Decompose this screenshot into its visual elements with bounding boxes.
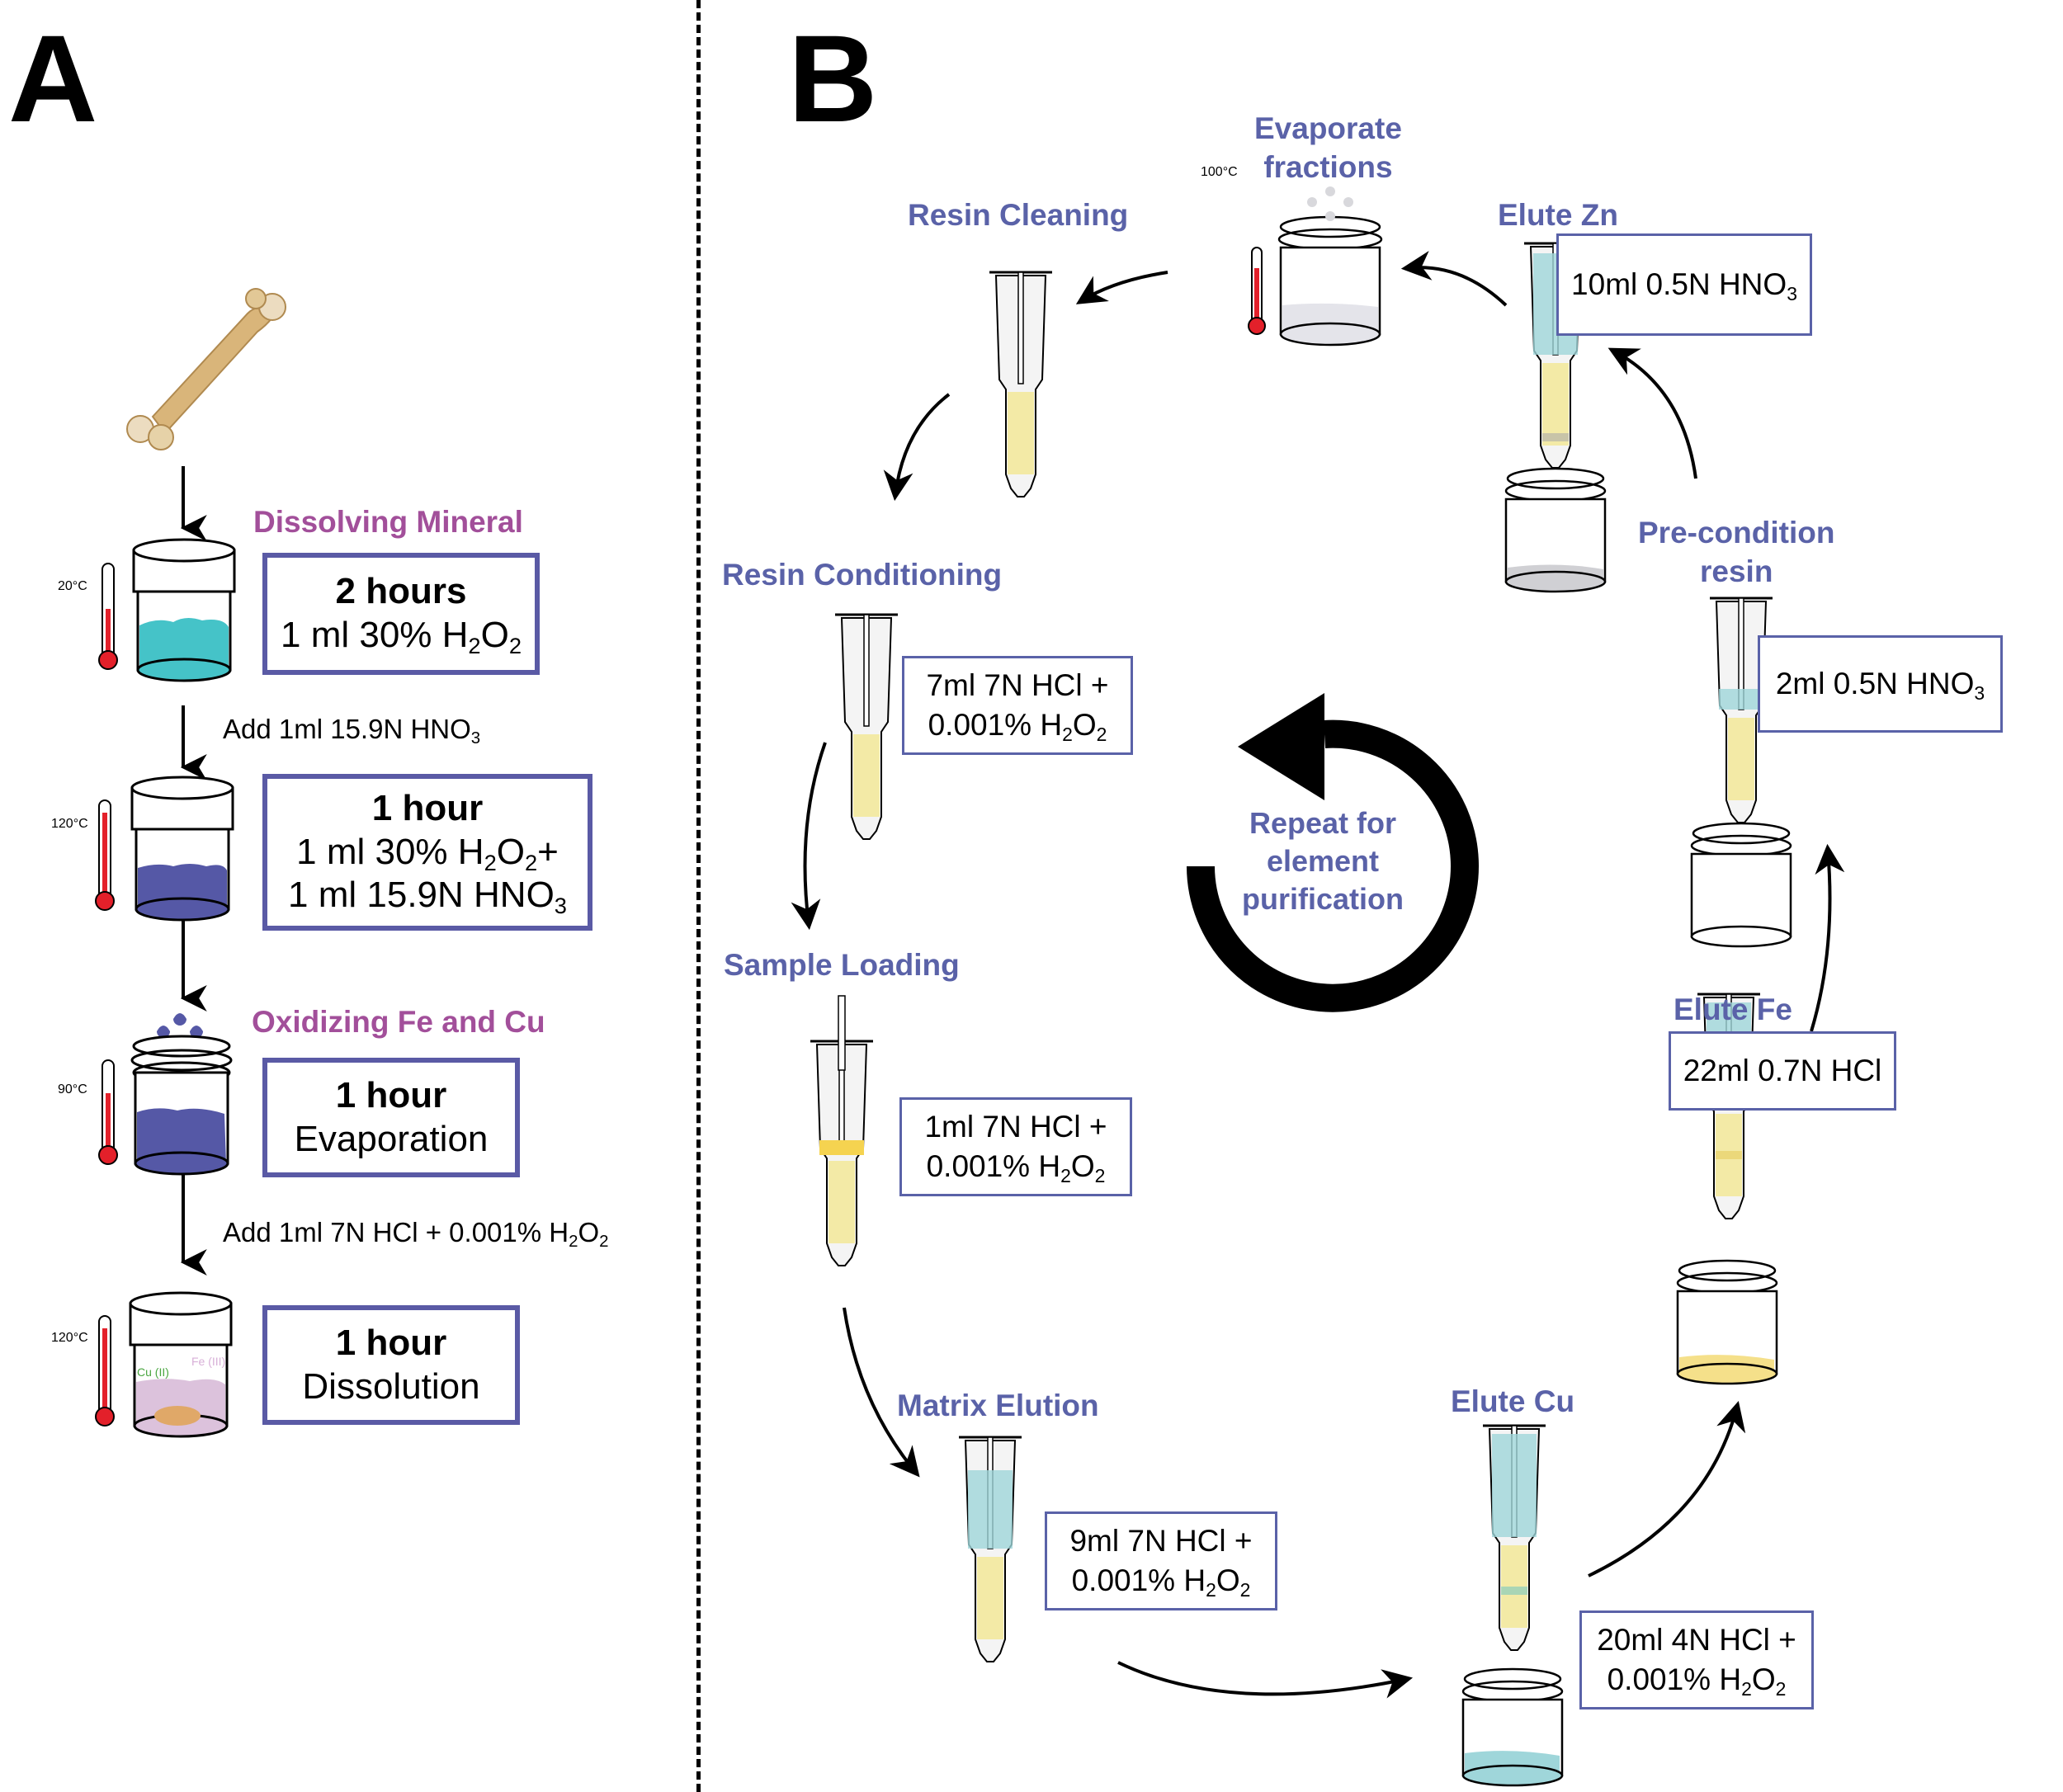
temperature-label: 100°C (1201, 165, 1238, 179)
collection-jar-icon (1676, 1259, 1778, 1385)
cycle-arrow (1810, 843, 1845, 1032)
species-fe: Fe (III) (191, 1355, 226, 1368)
thermometer-icon (98, 563, 118, 670)
stage-label-resin-cleaning: Resin Cleaning (908, 198, 1129, 232)
reagent-box-elute-cu: 20ml 4N HCl + 0.001% H2O2 (1579, 1610, 1814, 1709)
resin-column-icon (1481, 1424, 1547, 1652)
reagent-line: Evaporation (294, 1118, 489, 1159)
reagent-box-matrix-elution: 9ml 7N HCl + 0.001% H2O2 (1045, 1511, 1277, 1610)
cycle-arrow (1588, 1401, 1746, 1577)
resin-column-icon (1708, 597, 1774, 824)
thermometer-icon (95, 1315, 115, 1427)
jar-icon (129, 1291, 233, 1438)
step-box-dissolution: 1 hour Dissolution (262, 1305, 520, 1425)
resin-column-icon (809, 995, 875, 1267)
femur-bone-icon (126, 288, 286, 450)
jar-icon (130, 776, 234, 922)
reagent-box-pre-condition: 2ml 0.5N HNO3 (1758, 635, 2003, 733)
evaporation-jar-icon (1277, 186, 1383, 347)
repeat-cycle-icon (1187, 693, 1479, 1012)
cycle-arrow (1607, 347, 1697, 479)
cycle-arrow (843, 1307, 920, 1478)
reagent-box-elute-zn: 10ml 0.5N HNO3 (1556, 233, 1812, 336)
cycle-arrow (883, 393, 951, 502)
thermometer-icon (98, 1059, 118, 1165)
stage-label-elute-fe: Elute Fe (1674, 993, 1792, 1026)
thermometer-icon (95, 799, 115, 911)
section-label-oxidizing: Oxidizing Fe and Cu (252, 1005, 545, 1039)
temperature-label: 20°C (58, 579, 87, 593)
stage-label-resin-conditioning: Resin Conditioning (722, 558, 1003, 592)
reagent-line: 1 ml 15.9N HNO3 (288, 875, 567, 919)
duration: 1 hour (371, 787, 484, 828)
panel-divider (696, 0, 701, 1792)
duration: 2 hours (335, 571, 467, 612)
step-box-2-hours: 2 hours 1 ml 30% H2O2 (262, 553, 540, 675)
step-box-1-hour: 1 hour 1 ml 30% H2O2+ 1 ml 15.9N HNO3 (262, 774, 592, 931)
temperature-label: 90°C (58, 1082, 87, 1096)
collection-jar-icon (1461, 1667, 1564, 1787)
panel-b-letter: B (788, 9, 878, 148)
section-label-dissolving-mineral: Dissolving Mineral (253, 505, 523, 539)
cycle-arrow (1075, 271, 1168, 304)
cycle-arrow (1117, 1661, 1414, 1699)
temperature-label: 120°C (51, 1331, 88, 1345)
stage-label-sample-loading: Sample Loading (724, 948, 960, 982)
collection-jar-icon (1690, 822, 1792, 948)
transition-add-hno3: Add 1ml 15.9N HNO3 (223, 714, 481, 748)
stage-label-elute-cu: Elute Cu (1451, 1384, 1575, 1418)
cycle-arrow (791, 742, 827, 931)
temperature-label: 120°C (51, 817, 88, 831)
stage-label-elute-zn: Elute Zn (1498, 198, 1618, 232)
reagent-box-resin-conditioning: 7ml 7N HCl + 0.001% H2O2 (902, 656, 1133, 755)
open-jar-icon (130, 1013, 233, 1176)
transition-add-hcl: Add 1ml 7N HCl + 0.001% H2O2 (223, 1217, 609, 1252)
step-box-evaporation: 1 hour Evaporation (262, 1058, 520, 1177)
species-cu: Cu (II) (137, 1365, 169, 1379)
resin-column-icon (957, 1436, 1023, 1663)
resin-column-icon (833, 613, 899, 841)
reagent-box-sample-loading: 1ml 7N HCl + 0.001% H2O2 (899, 1097, 1132, 1196)
jar-icon (132, 538, 236, 682)
thermometer-icon (1248, 247, 1266, 335)
reagent-line: 1 ml 30% H2O2+ (296, 831, 559, 875)
duration: 1 hour (335, 1322, 447, 1363)
resin-column-icon (988, 271, 1054, 498)
panel-a-letter: A (8, 9, 98, 148)
cycle-arrow (1400, 251, 1508, 307)
reagent-line: Dissolution (302, 1365, 480, 1407)
duration: 1 hour (335, 1074, 447, 1115)
stage-label-matrix-elution: Matrix Elution (897, 1389, 1099, 1422)
reagent-box-elute-fe: 22ml 0.7N HCl (1669, 1031, 1896, 1111)
collection-jar-icon (1504, 467, 1607, 593)
reagent-line: 1 ml 30% H2O2 (281, 615, 522, 659)
